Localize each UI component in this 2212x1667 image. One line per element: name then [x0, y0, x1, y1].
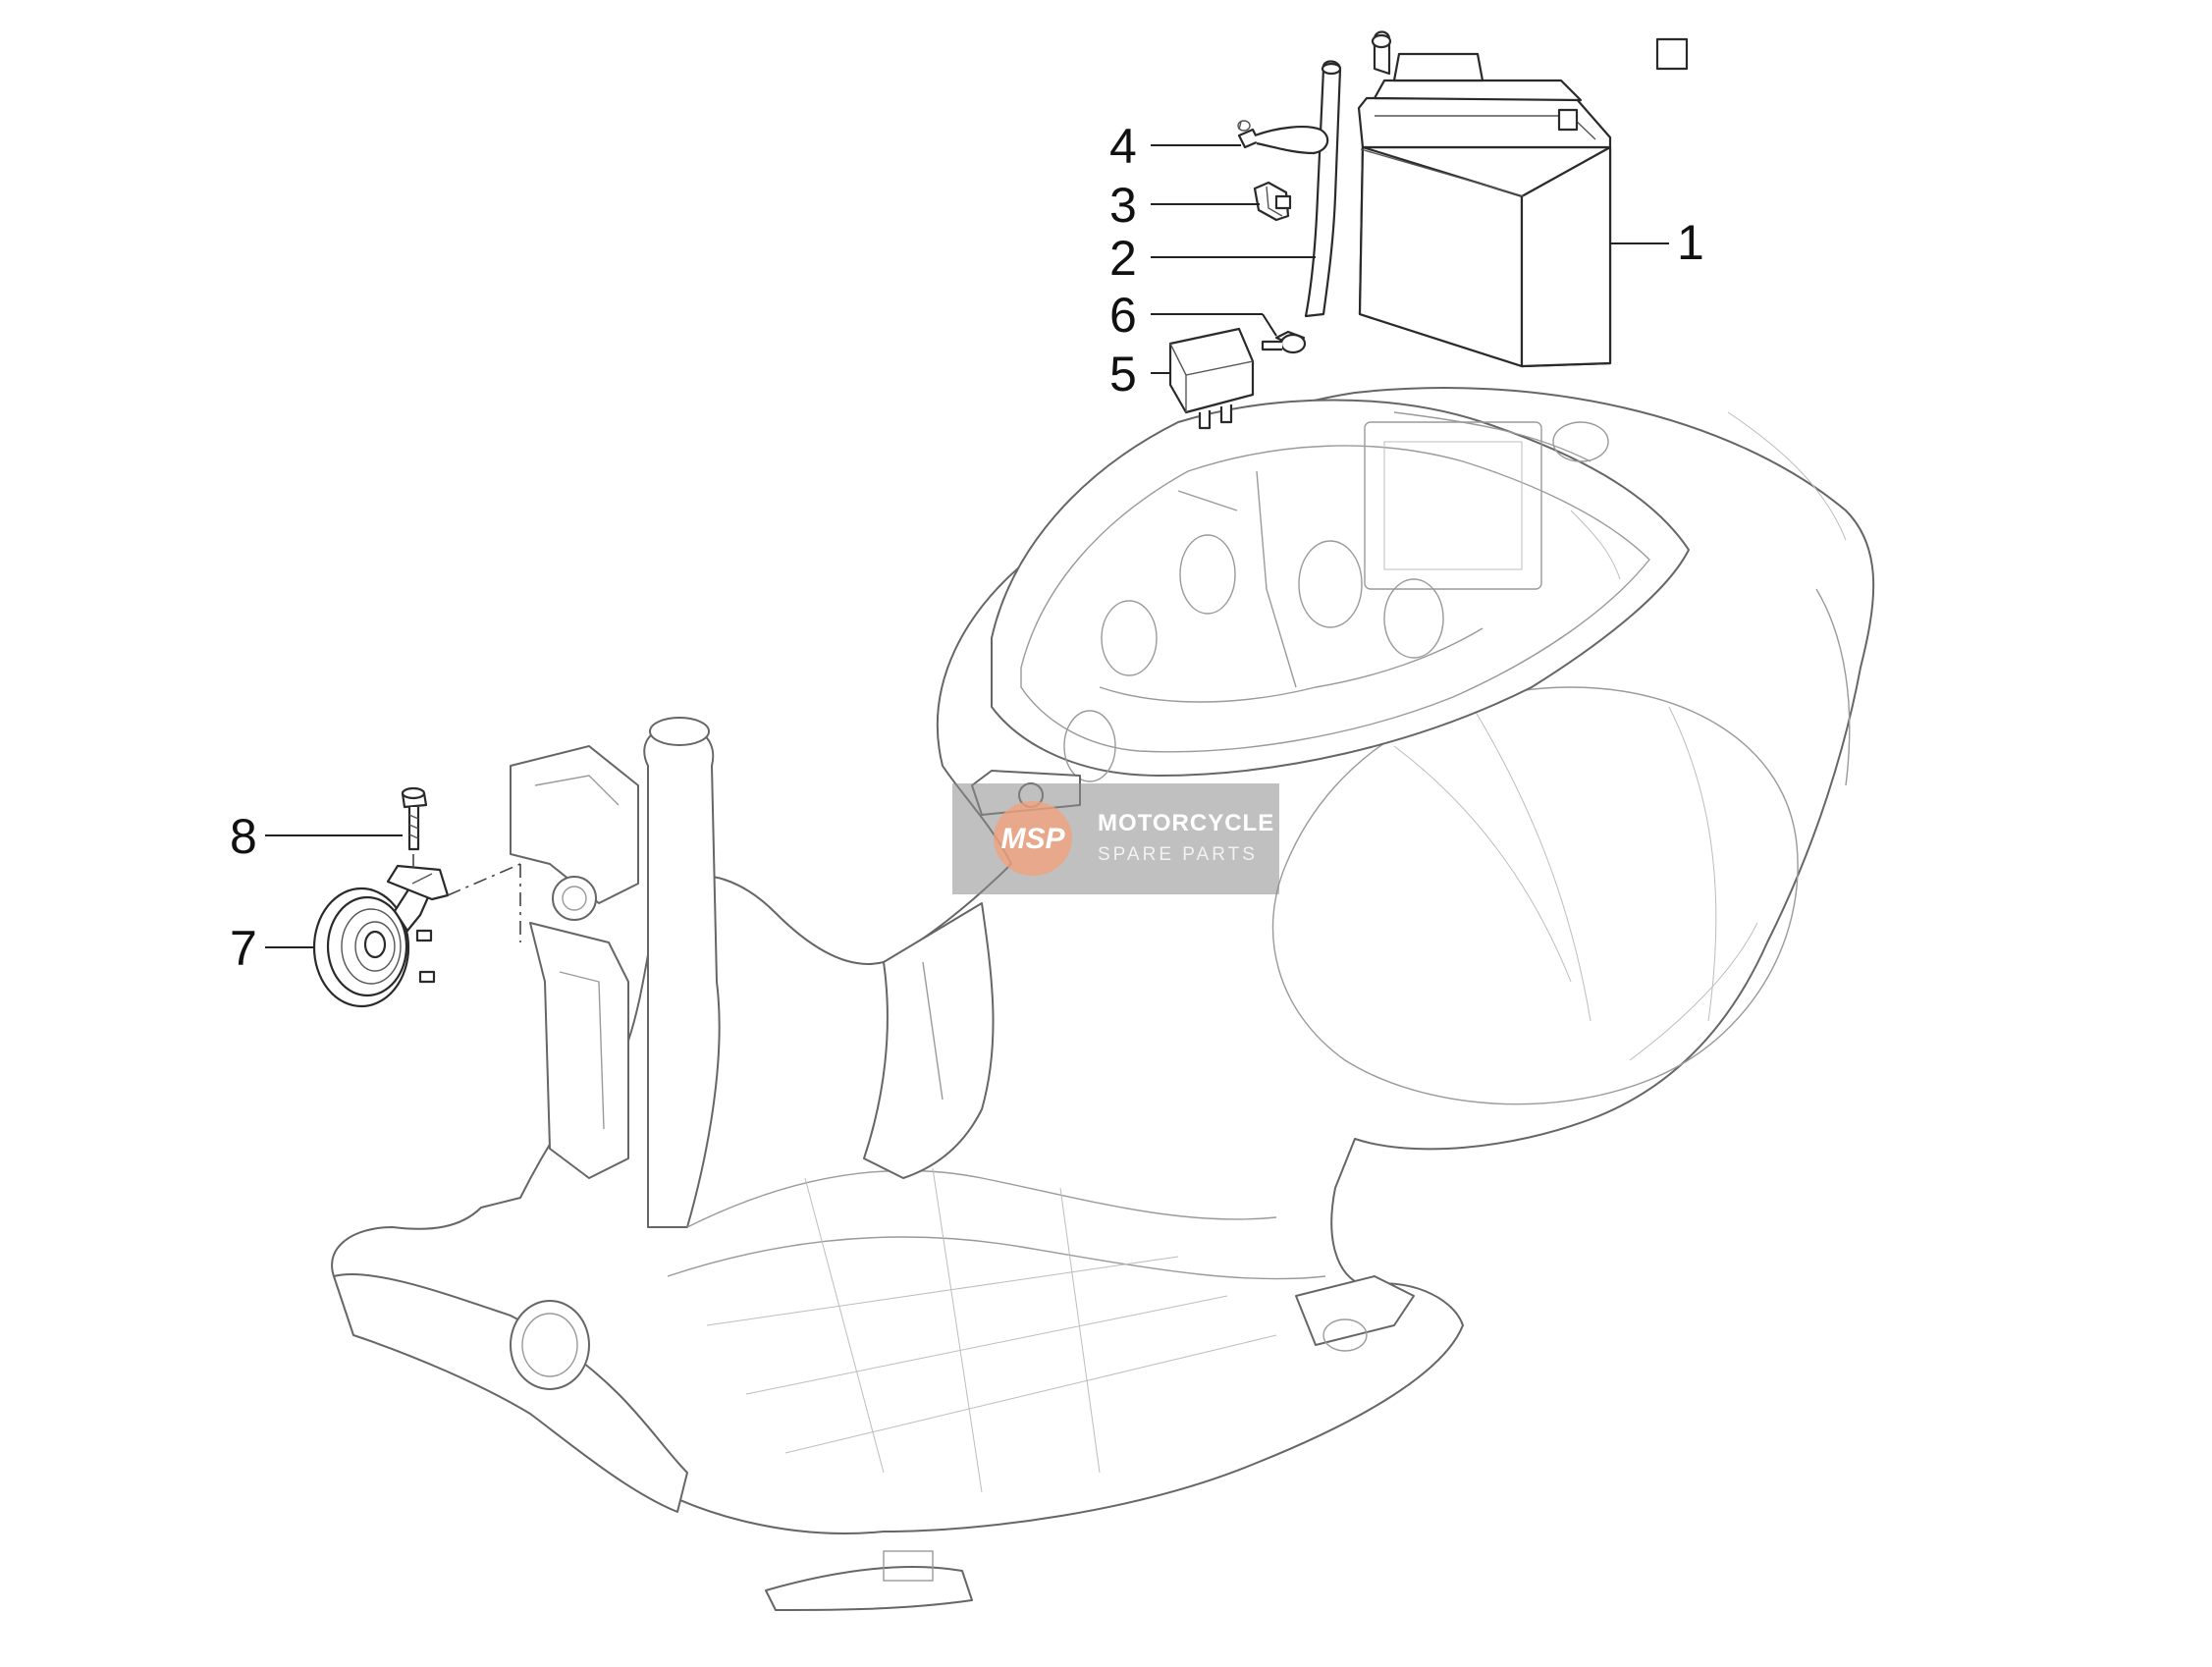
battery-part-1 [1357, 30, 1689, 368]
scooter-body-frame [331, 387, 1875, 1611]
assembly-lines [412, 854, 521, 942]
callout-5: 5 [1109, 347, 1137, 402]
watermark-logo-badge [994, 801, 1072, 876]
callout-7: 7 [230, 921, 257, 976]
watermark: MSP MOTORCYCLE SPARE PARTS [952, 783, 1279, 894]
horn-part-7 [312, 864, 450, 1008]
watermark-logo: MSP [1000, 823, 1065, 855]
hose-clip-part-3 [1253, 181, 1292, 222]
callout-2: 2 [1109, 231, 1137, 286]
callout-leaders [265, 144, 1669, 948]
callout-6: 6 [1109, 288, 1137, 343]
callout-8: 8 [230, 809, 257, 864]
watermark-line1: MOTORCYCLE [1098, 810, 1274, 836]
relay-part-5 [1168, 327, 1255, 430]
callout-3: 3 [1109, 178, 1137, 233]
vent-hose-part-2 [1304, 60, 1342, 318]
callout-numbers: 1 2 3 4 5 6 7 8 [230, 119, 1704, 976]
callout-1: 1 [1677, 215, 1704, 270]
leader-6b [1262, 313, 1277, 337]
cable-tie-part-4 [1237, 120, 1329, 155]
callout-4: 4 [1109, 119, 1137, 174]
bolt-part-6 [1261, 330, 1307, 354]
screw-part-8 [401, 786, 428, 851]
watermark-line2: SPARE PARTS [1098, 844, 1258, 865]
